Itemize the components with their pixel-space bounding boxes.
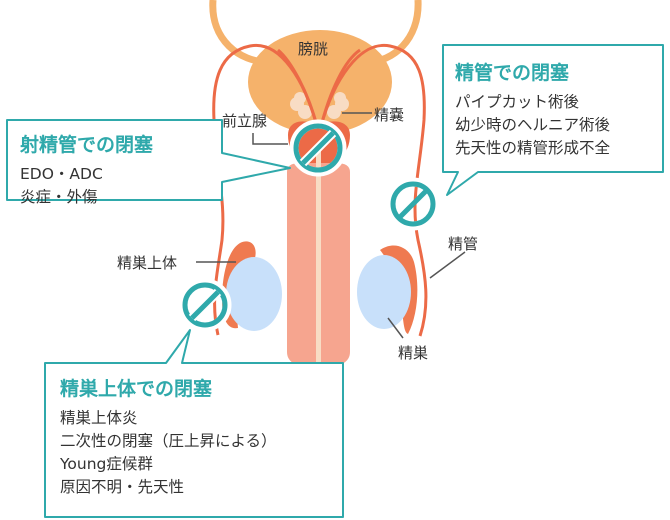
label-vas-deferens: 精管 (448, 235, 479, 253)
left-testis (226, 257, 282, 331)
callout-title: 精巣上体での閉塞 (60, 378, 213, 400)
callout-epididymis: 精巣上体での閉塞 精巣上体炎 二次性の閉塞（圧上昇による） Young症候群 原… (60, 374, 277, 499)
callout-line: EDO・ADC (20, 165, 103, 183)
callout-ejaculatory-duct: 射精管での閉塞 EDO・ADC 炎症・外傷 (20, 130, 153, 209)
label-seminal-vesicle: 精嚢 (374, 106, 405, 124)
obstruction-icon-epididymis (178, 278, 232, 332)
callout-vas: 精管での閉塞 パイプカット術後 幼少時のヘルニア術後 先天性の精管形成不全 (455, 58, 610, 160)
callout-line: 二次性の閉塞（圧上昇による） (60, 432, 277, 450)
obstruction-icon-vas (386, 177, 440, 231)
urethra (316, 150, 321, 365)
label-prostate: 前立腺 (222, 112, 268, 130)
label-epididymis: 精巣上体 (117, 254, 178, 272)
callout-epididymis-frame (44, 329, 344, 518)
callout-line: 炎症・外傷 (20, 188, 98, 206)
leader-lines (196, 112, 466, 339)
label-bladder: 膀胱 (298, 40, 329, 58)
callout-line: 原因不明・先天性 (60, 478, 185, 496)
callout-line: Young症候群 (60, 455, 153, 473)
label-testis: 精巣 (398, 344, 429, 362)
obstruction-icon-ejaculatory-duct (289, 119, 347, 177)
callout-line: 精巣上体炎 (60, 409, 138, 427)
callout-line: 先天性の精管形成不全 (455, 139, 611, 157)
right-testis (357, 255, 411, 329)
callout-title: 射精管での閉塞 (20, 134, 154, 156)
right-vas-deferens (318, 43, 428, 337)
callout-line: パイプカット術後 (455, 93, 580, 111)
callout-line: 幼少時のヘルニア術後 (455, 116, 611, 134)
callout-ejaculatory-duct-frame (6, 119, 291, 201)
left-ureter (209, 0, 269, 66)
callout-title: 精管での閉塞 (455, 62, 570, 84)
seminal-vesicles (290, 92, 349, 119)
callout-vas-frame (442, 44, 664, 196)
